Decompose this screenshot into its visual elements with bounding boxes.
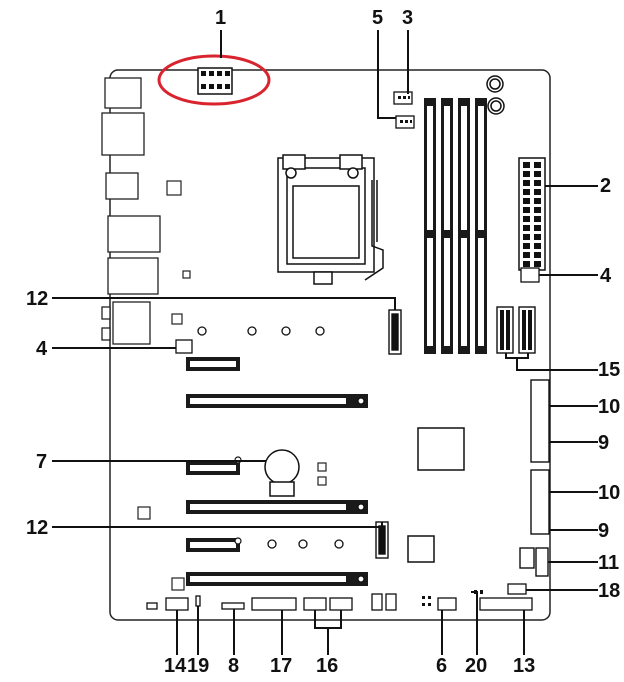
- callout-17: 17: [270, 655, 293, 677]
- m2-standoffs-top: [197, 326, 325, 336]
- small-chips: [137, 180, 327, 591]
- atx-power-connector: [518, 157, 546, 271]
- callout-19: 19: [187, 655, 210, 677]
- callout-8: 8: [228, 655, 240, 677]
- callout-15: 15: [598, 359, 621, 381]
- callout-4-left: 4: [36, 338, 48, 360]
- callout-6: 6: [436, 655, 448, 677]
- m2-slot-top: [388, 309, 402, 355]
- callout-10-top: 10: [598, 396, 621, 418]
- atx-pin: [523, 243, 530, 249]
- callout-12-top: 12: [26, 288, 49, 310]
- atx-pin: [523, 216, 530, 222]
- atx-pin: [534, 207, 541, 213]
- highlight-ellipse: [157, 54, 271, 106]
- connector-11: [519, 547, 549, 577]
- atx-pin: [534, 198, 541, 204]
- capacitors: [486, 75, 505, 115]
- sata-ports: [530, 379, 550, 535]
- callout-9-top: 9: [598, 432, 610, 454]
- atx-pin: [523, 225, 530, 231]
- callout-18: 18: [598, 580, 621, 602]
- atx-pin: [523, 234, 530, 240]
- callout-20: 20: [465, 655, 488, 677]
- atx-pin: [523, 180, 530, 186]
- callout-10-bottom: 10: [598, 482, 621, 504]
- cpu-socket: [277, 154, 384, 285]
- atx-pin: [534, 162, 541, 168]
- atx-pin: [523, 261, 530, 267]
- cpu-power-connector: [197, 67, 233, 95]
- callout-2: 2: [600, 175, 612, 197]
- atx-pin: [534, 252, 541, 258]
- callout-5: 5: [372, 7, 384, 29]
- callout-12-bottom: 12: [26, 517, 49, 539]
- atx-pin: [534, 180, 541, 186]
- atx-pin: [534, 216, 541, 222]
- callout-7: 7: [36, 451, 48, 473]
- fan-header-left: [175, 339, 193, 354]
- battery: [264, 449, 300, 497]
- m2-standoffs-bottom: [267, 539, 344, 549]
- atx-pin: [534, 171, 541, 177]
- leader-lines: [52, 30, 598, 655]
- atx-pin: [534, 225, 541, 231]
- atx-pin: [523, 207, 530, 213]
- atx-pin: [534, 234, 541, 240]
- atx-pin: [523, 189, 530, 195]
- atx-pin: [523, 162, 530, 168]
- atx-pin: [534, 189, 541, 195]
- atx-pin: [523, 198, 530, 204]
- callout-16: 16: [316, 655, 339, 677]
- callout-4-right: 4: [600, 265, 612, 287]
- fan-header-right: [520, 267, 540, 283]
- callout-14: 14: [164, 655, 187, 677]
- callout-1: 1: [215, 7, 227, 29]
- bottom-headers: [146, 583, 533, 611]
- atx-pin: [534, 243, 541, 249]
- callout-13: 13: [513, 655, 536, 677]
- callout-3: 3: [402, 7, 414, 29]
- chipset: [417, 427, 465, 471]
- rear-io-panel: [101, 77, 161, 345]
- callout-9-bottom: 9: [598, 520, 610, 542]
- atx-pin: [534, 261, 541, 267]
- atx-pin: [523, 252, 530, 258]
- chip: [407, 535, 435, 563]
- board-outline: [109, 69, 551, 621]
- callout-11: 11: [598, 552, 620, 574]
- atx-pin: [523, 171, 530, 177]
